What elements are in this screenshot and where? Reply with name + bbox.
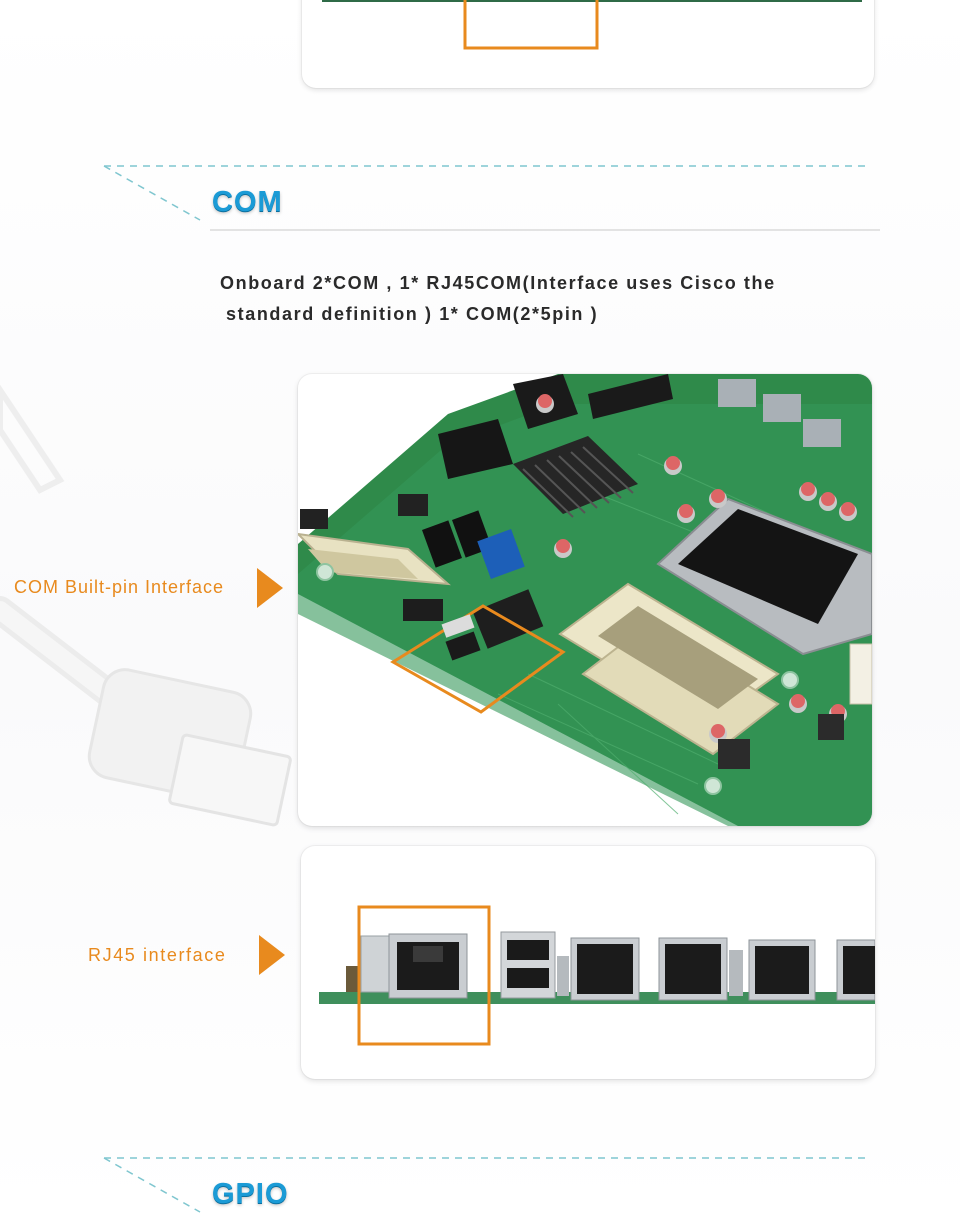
- usb-cable-decoration: [0, 384, 292, 827]
- section-divider: [103, 1157, 870, 1213]
- section-divider: [103, 165, 880, 231]
- com-description-line-1: Onboard 2*COM , 1* RJ45COM(Interface use…: [220, 273, 776, 293]
- com-description-line-2: standard definition ) 1* COM(2*5pin ): [226, 304, 599, 324]
- previous-section-image-card: [302, 0, 874, 88]
- com-section-header: COM: [0, 160, 960, 240]
- com-builtin-callout-label: COM Built-pin Interface: [14, 577, 225, 597]
- rj45-ports-image-card: [301, 846, 875, 1079]
- rj45-callout-label: RJ45 interface: [88, 945, 227, 965]
- callout-arrow-icon: [259, 935, 285, 975]
- gpio-section-header: GPIO: [0, 1152, 960, 1232]
- com-section-title: COM: [212, 186, 283, 218]
- motherboard-illustration: [298, 374, 872, 826]
- com-description: Onboard 2*COM , 1* RJ45COM(Interface use…: [220, 268, 860, 330]
- callout-arrow-icon: [257, 568, 283, 608]
- motherboard-image-card: [298, 374, 872, 826]
- io-ports-illustration: [319, 905, 875, 1046]
- gpio-section-title: GPIO: [212, 1178, 289, 1210]
